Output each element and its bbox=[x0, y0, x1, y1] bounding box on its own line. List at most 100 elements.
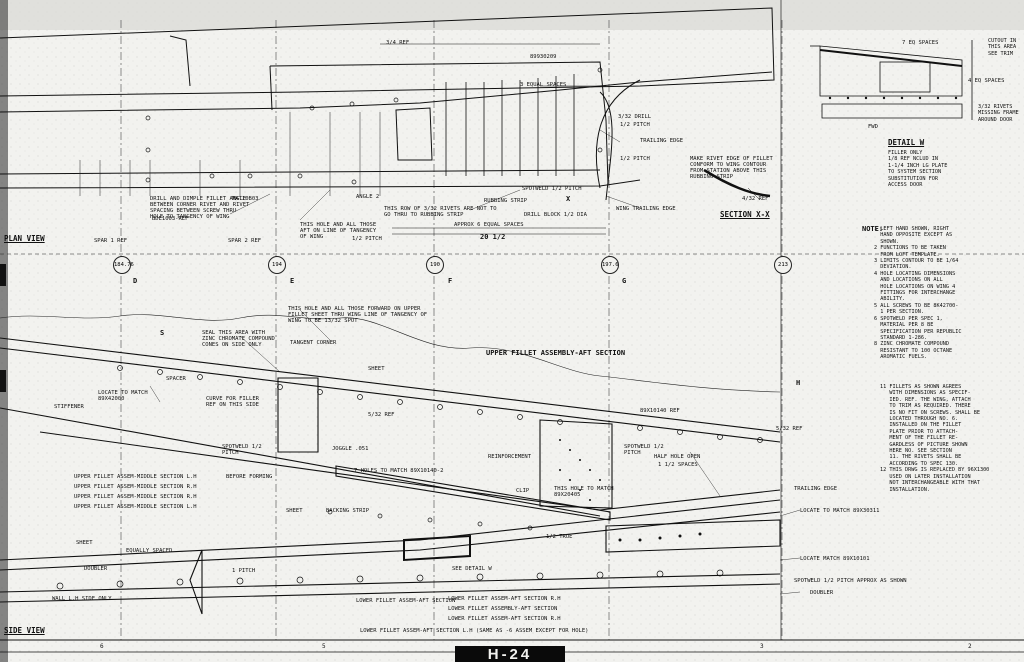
zone-number: 2 bbox=[968, 643, 972, 650]
side-label: UPPER FILLET ASSEM-MIDDLE SECTION L.H bbox=[74, 504, 197, 510]
view-letter: G bbox=[622, 277, 627, 285]
plan-label: TRAILING EDGE bbox=[640, 138, 684, 144]
side-label: 5/32 REF bbox=[368, 412, 395, 418]
side-view-outline bbox=[0, 337, 781, 615]
side-label: CURVE FOR FILLER REF ON THIS SIDE bbox=[206, 396, 259, 408]
side-label: SEE DETAIL W bbox=[452, 566, 492, 572]
plan-label: THIS ROW OF 3/32 RIVETS ARE NOT TO GO TH… bbox=[384, 206, 497, 218]
side-label: BACKING STRIP bbox=[326, 508, 370, 514]
detail-w-title: DETAIL W bbox=[888, 138, 925, 147]
plan-view-title: PLAN VIEW bbox=[4, 234, 45, 243]
view-letter: X bbox=[566, 195, 571, 203]
break-line bbox=[0, 314, 781, 393]
side-label: UPPER FILLET ASSEM-MIDDLE SECTION R.H bbox=[74, 484, 197, 490]
side-label: LOWER FILLET ASSEM-AFT SECTION L.H (SAME… bbox=[360, 628, 589, 634]
side-label: 7 HOLES TO MATCH 89X10140-2 bbox=[354, 468, 444, 474]
station-marker: 194 bbox=[268, 256, 286, 274]
detail-w-spaces-top: 7 EQ SPACES bbox=[902, 40, 939, 46]
detail-w-rivets bbox=[828, 96, 958, 100]
notes-header: NOTE: bbox=[862, 225, 884, 233]
side-label: LOCATE TO MATCH 89X42000 bbox=[98, 390, 148, 402]
zone-number: 6 bbox=[100, 643, 104, 650]
side-label: THIS HOLE AND ALL THOSE FORWARD ON UPPER… bbox=[288, 306, 428, 324]
side-dots bbox=[559, 439, 702, 542]
side-label: LOWER FILLET ASSEM-AFT SECTION R.H bbox=[448, 616, 561, 622]
side-label: SPACER bbox=[166, 376, 186, 382]
plan-label: WING TRAILING EDGE bbox=[616, 206, 676, 212]
plan-label: 1/2 PITCH bbox=[352, 236, 382, 242]
edge-registration-mark bbox=[0, 370, 6, 392]
side-label: WALL L.H SIDE ONLY bbox=[52, 596, 112, 602]
side-label: LOWER FILLET ASSEM-AFT SECTION bbox=[356, 598, 456, 604]
side-view-title: SIDE VIEW bbox=[4, 626, 45, 635]
side-label: UPPER FILLET ASSEMBLY-AFT SECTION bbox=[486, 349, 626, 357]
side-label: LOWER FILLET ASSEM-AFT SECTION R.H bbox=[448, 596, 561, 602]
side-label: SHEET bbox=[368, 366, 385, 372]
plan-ribs bbox=[445, 74, 575, 176]
plan-label: SPOTWELD 1/2 PITCH bbox=[522, 186, 582, 192]
station-lines bbox=[120, 20, 783, 640]
plan-label: 3/4 REF bbox=[386, 40, 410, 46]
side-label: LOCATE MATCH 89X10101 bbox=[800, 556, 870, 562]
side-label: 1/2 TRUE bbox=[546, 534, 573, 540]
side-label: DOUBLER bbox=[810, 590, 834, 596]
plan-label: 3 EQUAL SPACES bbox=[520, 82, 567, 88]
side-label: CLIP bbox=[516, 488, 530, 494]
side-label: EQUALLY SPACED bbox=[126, 548, 173, 554]
plan-rivets bbox=[145, 67, 603, 185]
side-label: SHEET bbox=[76, 540, 93, 546]
section-xx-curve bbox=[703, 168, 771, 198]
plan-label: 4/32 REF bbox=[742, 196, 769, 202]
leader-lines bbox=[149, 129, 801, 595]
station-marker: 190 bbox=[426, 256, 444, 274]
side-label: REINFORCEMENT bbox=[488, 454, 532, 460]
plan-label: ANGLE 2 bbox=[356, 194, 380, 200]
plan-label: BDE1003-REF bbox=[152, 216, 189, 222]
side-label: JOGGLE .051 bbox=[332, 446, 369, 452]
plan-label: 20 1/2 bbox=[480, 233, 506, 241]
side-label: BEFORE FORMING bbox=[226, 474, 273, 480]
side-label: LOWER FILLET ASSEMBLY-AFT SECTION bbox=[448, 606, 558, 612]
side-label: 5/32 REF bbox=[776, 426, 803, 432]
side-label: UPPER FILLET ASSEM-MIDDLE SECTION R.H bbox=[74, 494, 197, 500]
side-label: TRAILING EDGE bbox=[794, 486, 838, 492]
notes-list: 1 LEFT HAND SHOWN, RIGHT HAND OPPOSITE E… bbox=[874, 226, 962, 361]
plan-label: 3/32 DRILL bbox=[618, 114, 652, 120]
view-letter: F bbox=[448, 277, 453, 285]
plan-label: MAT10B03 bbox=[232, 196, 259, 202]
plan-label: 1/2 PITCH bbox=[620, 156, 650, 162]
side-label: LOCATE TO MATCH 89X30311 bbox=[800, 508, 880, 514]
station-marker: 197.6 bbox=[601, 256, 619, 274]
side-label: DOUBLER bbox=[84, 566, 108, 572]
detail-w-drawing bbox=[810, 40, 973, 120]
side-label: SEAL THIS AREA WITH ZINC CHROMATE COMPOU… bbox=[202, 330, 275, 348]
plan-stiffeners bbox=[79, 112, 381, 196]
plan-label: RUBBING STRIP bbox=[484, 198, 528, 204]
side-label: 89X10140 REF bbox=[640, 408, 680, 414]
left-edge-shadow bbox=[0, 0, 8, 662]
drawing-number-block: H-24 bbox=[455, 646, 565, 662]
plan-label: THIS HOLE AND ALL THOSE AFT ON LINE OF T… bbox=[300, 222, 377, 240]
edge-registration-mark bbox=[0, 264, 6, 286]
side-label: STIFFENER bbox=[54, 404, 84, 410]
detail-w-fwd: FWD bbox=[868, 124, 878, 130]
side-label: 1 1/2 SPACES bbox=[658, 462, 698, 468]
plan-label: SPAR 2 REF bbox=[228, 238, 262, 244]
zone-number: 5 bbox=[322, 643, 326, 650]
plan-label: DRILL AND DIMPLE FILLET ANGLE BETWEEN CO… bbox=[150, 196, 250, 220]
view-letter: D bbox=[133, 277, 138, 285]
side-label: 1 PITCH bbox=[232, 568, 256, 574]
station-marker: 184.76 bbox=[113, 256, 134, 274]
top-shadow bbox=[0, 0, 1024, 30]
station-marker: 213 bbox=[774, 256, 792, 274]
zone-number: 3 bbox=[760, 643, 764, 650]
side-label: SPOTWELD 1/2 PITCH bbox=[624, 444, 664, 456]
plan-label: MAKE RIVET EDGE OF FILLET CONFORM TO WIN… bbox=[690, 156, 773, 180]
detail-w-cutout: CUTOUT IN THIS AREA SEE TRIM bbox=[988, 38, 1017, 57]
view-letter: H bbox=[796, 379, 801, 387]
side-label: UPPER FILLET ASSEM-MIDDLE SECTION L.H bbox=[74, 474, 197, 480]
side-label: HALF HOLE OPEN bbox=[654, 454, 701, 460]
view-letter: S bbox=[160, 329, 165, 337]
